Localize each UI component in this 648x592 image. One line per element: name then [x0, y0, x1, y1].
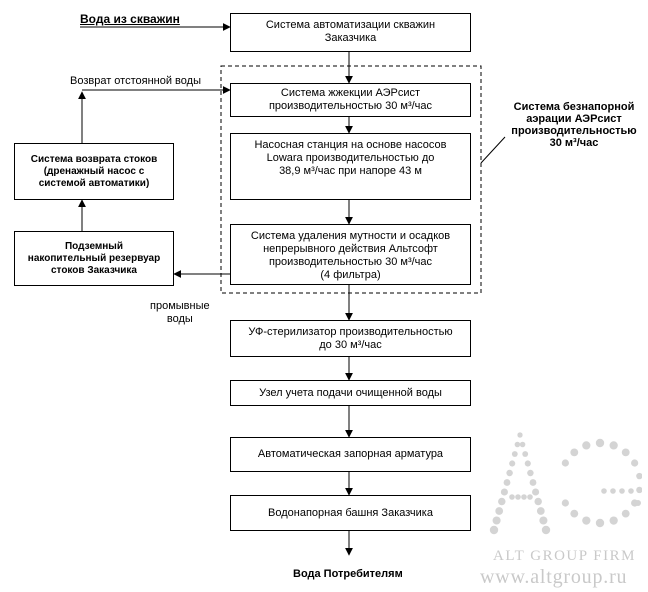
automation-box: Система автоматизации скважин Заказчика [230, 13, 471, 52]
watermark-company: ALT GROUP FIRM [493, 548, 636, 564]
logo-dot [511, 451, 518, 457]
logo-dot [515, 494, 521, 500]
logo-dot [609, 516, 618, 525]
logo-dot [561, 499, 569, 507]
logo-dot [524, 460, 531, 467]
logo-dot [619, 488, 625, 494]
logo-dot [509, 460, 516, 467]
logo-dot [582, 441, 591, 450]
logo-dot [561, 459, 569, 467]
logo-dot [534, 497, 542, 506]
turbidity-removal-box: Система удаления мутности и осадков непр… [230, 224, 471, 285]
logo-dot [500, 488, 508, 496]
logo-dot [539, 516, 548, 525]
logo-dot [495, 507, 504, 515]
logo-dot [610, 488, 616, 494]
logo-dot [527, 494, 533, 500]
logo-dot [503, 479, 511, 486]
logo-dot [532, 488, 540, 496]
logo-dot [509, 494, 515, 500]
aeration-group-label: Система безнапорной аэрации АЭРсист прои… [511, 101, 637, 149]
aeration-group-border [220, 65, 482, 294]
water-tower-box: Водонапорная башня Заказчика [230, 495, 471, 531]
logo-dot [621, 509, 630, 518]
logo-dot [517, 432, 523, 438]
output-label: Вода Потребителям [293, 568, 403, 580]
logo-dot [582, 516, 591, 525]
wash-water-label: промывные воды [150, 300, 210, 325]
logo-dot [570, 448, 579, 457]
logo-dot [636, 486, 642, 494]
reservoir-box: Подземный накопительный резервуар стоков… [14, 231, 174, 286]
logo-dot [529, 479, 537, 486]
logo-dot [570, 509, 579, 518]
logo-dot [506, 469, 513, 477]
return-water-label: Возврат отстоянной воды [70, 75, 201, 87]
logo-dot [498, 497, 506, 506]
logo-dot [621, 448, 630, 457]
shutoff-valves-box: Автоматическая запорная арматура [230, 437, 471, 472]
logo-dot [541, 525, 551, 535]
watermark-url: www.altgroup.ru [480, 566, 628, 588]
logo-dot [492, 516, 501, 525]
logo-dot [522, 451, 529, 457]
logo-dot [536, 507, 545, 515]
uv-sterilizer-box: УФ-стерилизатор производительностью до 3… [230, 320, 471, 357]
logo-dot [595, 438, 605, 448]
logo-dot [609, 441, 618, 450]
logo-dot [631, 459, 639, 467]
ag-logo-watermark [489, 432, 642, 535]
metering-box: Узел учета подачи очищенной воды [230, 380, 471, 406]
source-label: Вода из скважин [80, 12, 180, 26]
return-system-box: Система возврата стоков (дренажный насос… [14, 143, 174, 200]
logo-dot [628, 488, 634, 494]
logo-dot [519, 441, 526, 448]
logo-dot [636, 472, 642, 480]
aeration-group-leader [480, 136, 506, 164]
logo-dot [635, 500, 641, 506]
logo-dot [527, 469, 534, 477]
logo-dot [601, 488, 607, 494]
logo-dot [514, 441, 521, 448]
pump-station-box: Насосная станция на основе насосов Lowar… [230, 133, 471, 200]
logo-dot [489, 525, 499, 535]
ejection-box: Система жжекции АЭРсист производительнос… [230, 83, 471, 117]
logo-dot [521, 494, 527, 500]
logo-dot [595, 518, 605, 528]
